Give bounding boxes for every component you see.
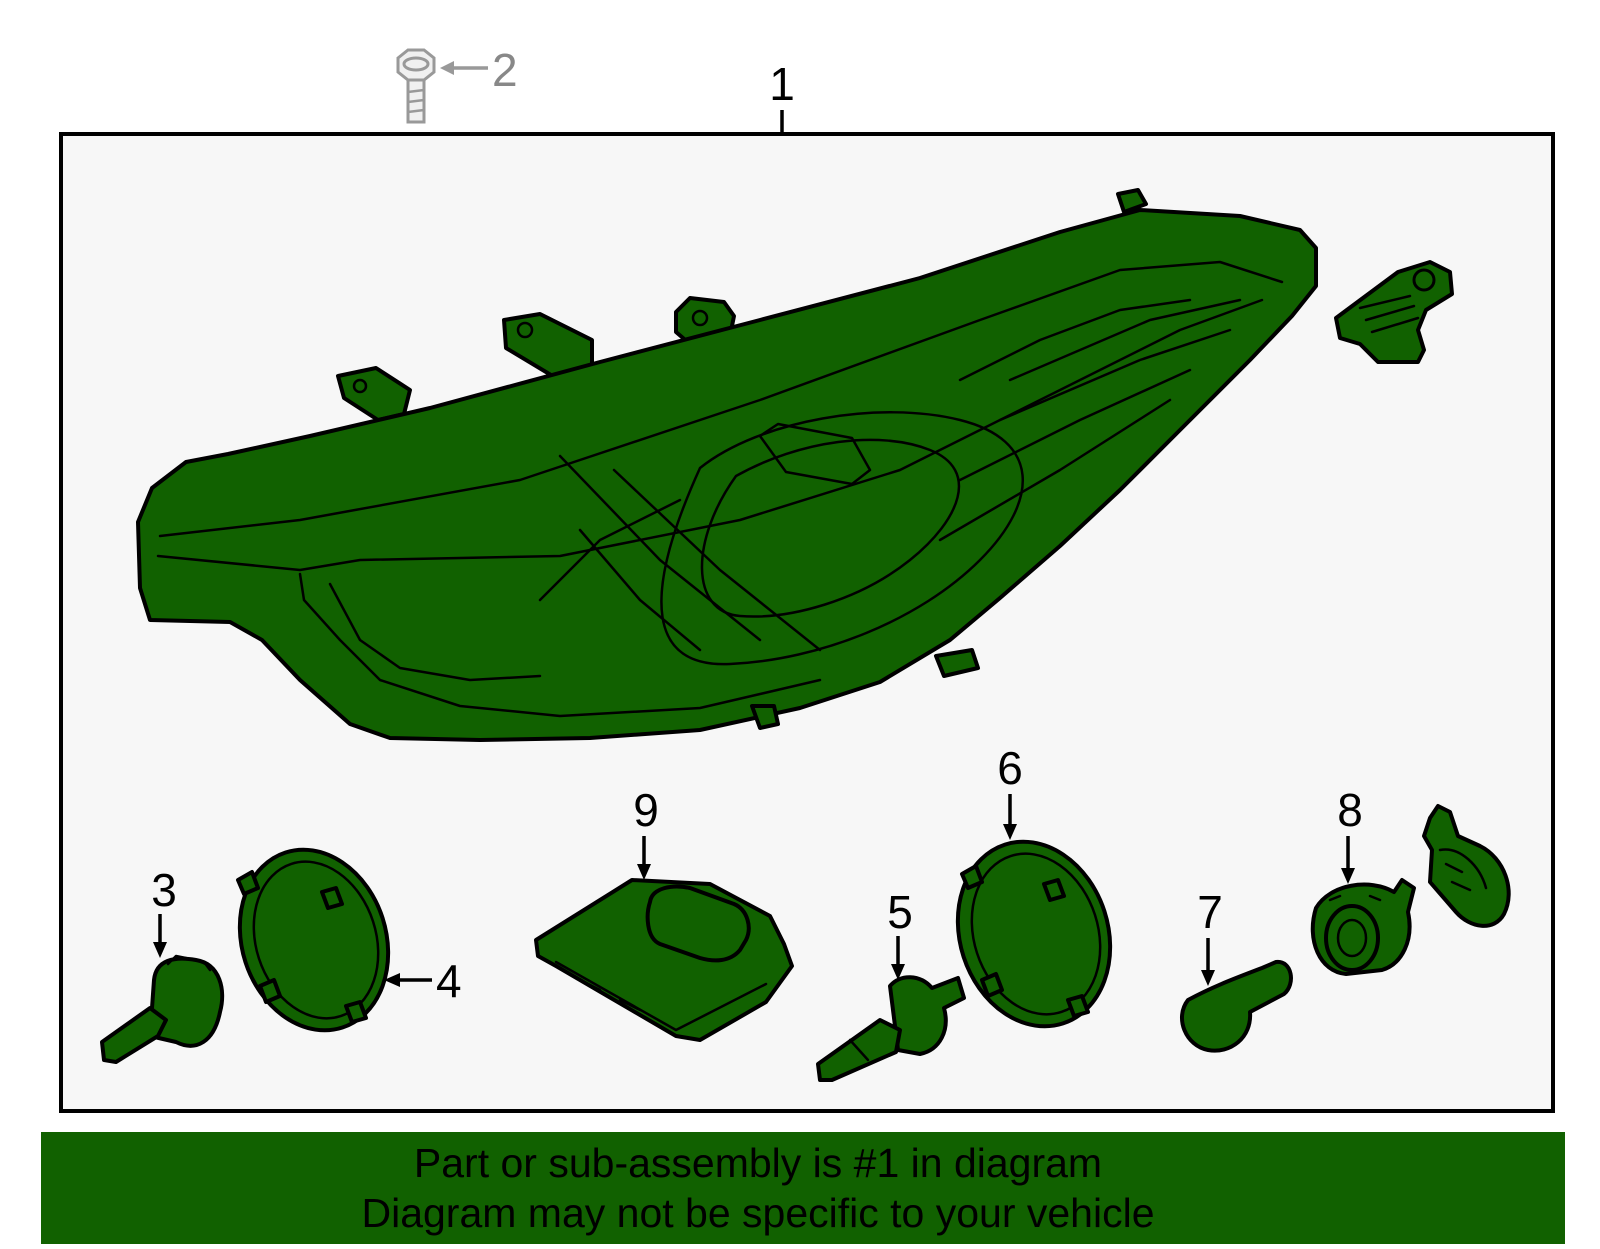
callout-9: 9	[633, 784, 659, 836]
part-2-bolt[interactable]	[396, 48, 436, 124]
info-banner: Part or sub-assembly is #1 in diagram Di…	[41, 1132, 1565, 1244]
callout-2-arrowhead	[440, 61, 454, 75]
callout-1: 1	[769, 58, 795, 110]
callout-3: 3	[151, 864, 177, 916]
callout-3-arrowhead	[153, 942, 167, 958]
socket-clip[interactable]	[1422, 804, 1511, 928]
part-1-headlamp-assembly[interactable]	[136, 188, 1454, 742]
callout-6-arrowhead	[1003, 824, 1017, 840]
part-7-wedge-bulb[interactable]	[1180, 959, 1293, 1053]
part-6-dust-cap[interactable]	[935, 822, 1134, 1047]
banner-line-disclaimer: Diagram may not be specific to your vehi…	[361, 1190, 1155, 1236]
callout-4-arrowhead	[384, 973, 400, 987]
callout-5: 5	[887, 886, 913, 938]
part-3-headlamp-bulb[interactable]	[100, 954, 225, 1064]
callout-2: 2	[492, 44, 518, 96]
callout-4: 4	[436, 955, 462, 1007]
callout-8-arrowhead	[1341, 868, 1355, 884]
banner-line-assembly: Part or sub-assembly is #1 in diagram	[413, 1140, 1103, 1186]
callout-8: 8	[1337, 784, 1363, 836]
part-5-bulb[interactable]	[816, 975, 966, 1082]
callout-7: 7	[1197, 886, 1223, 938]
callout-7-arrowhead	[1201, 970, 1215, 986]
callout-6: 6	[997, 742, 1023, 794]
callout-5-arrowhead	[891, 964, 905, 980]
callout-9-arrowhead	[637, 864, 651, 880]
part-9-ballast-module[interactable]	[534, 878, 794, 1042]
part-8-bulb-socket[interactable]	[1310, 878, 1416, 976]
part-4-dust-cap[interactable]	[217, 830, 411, 1049]
